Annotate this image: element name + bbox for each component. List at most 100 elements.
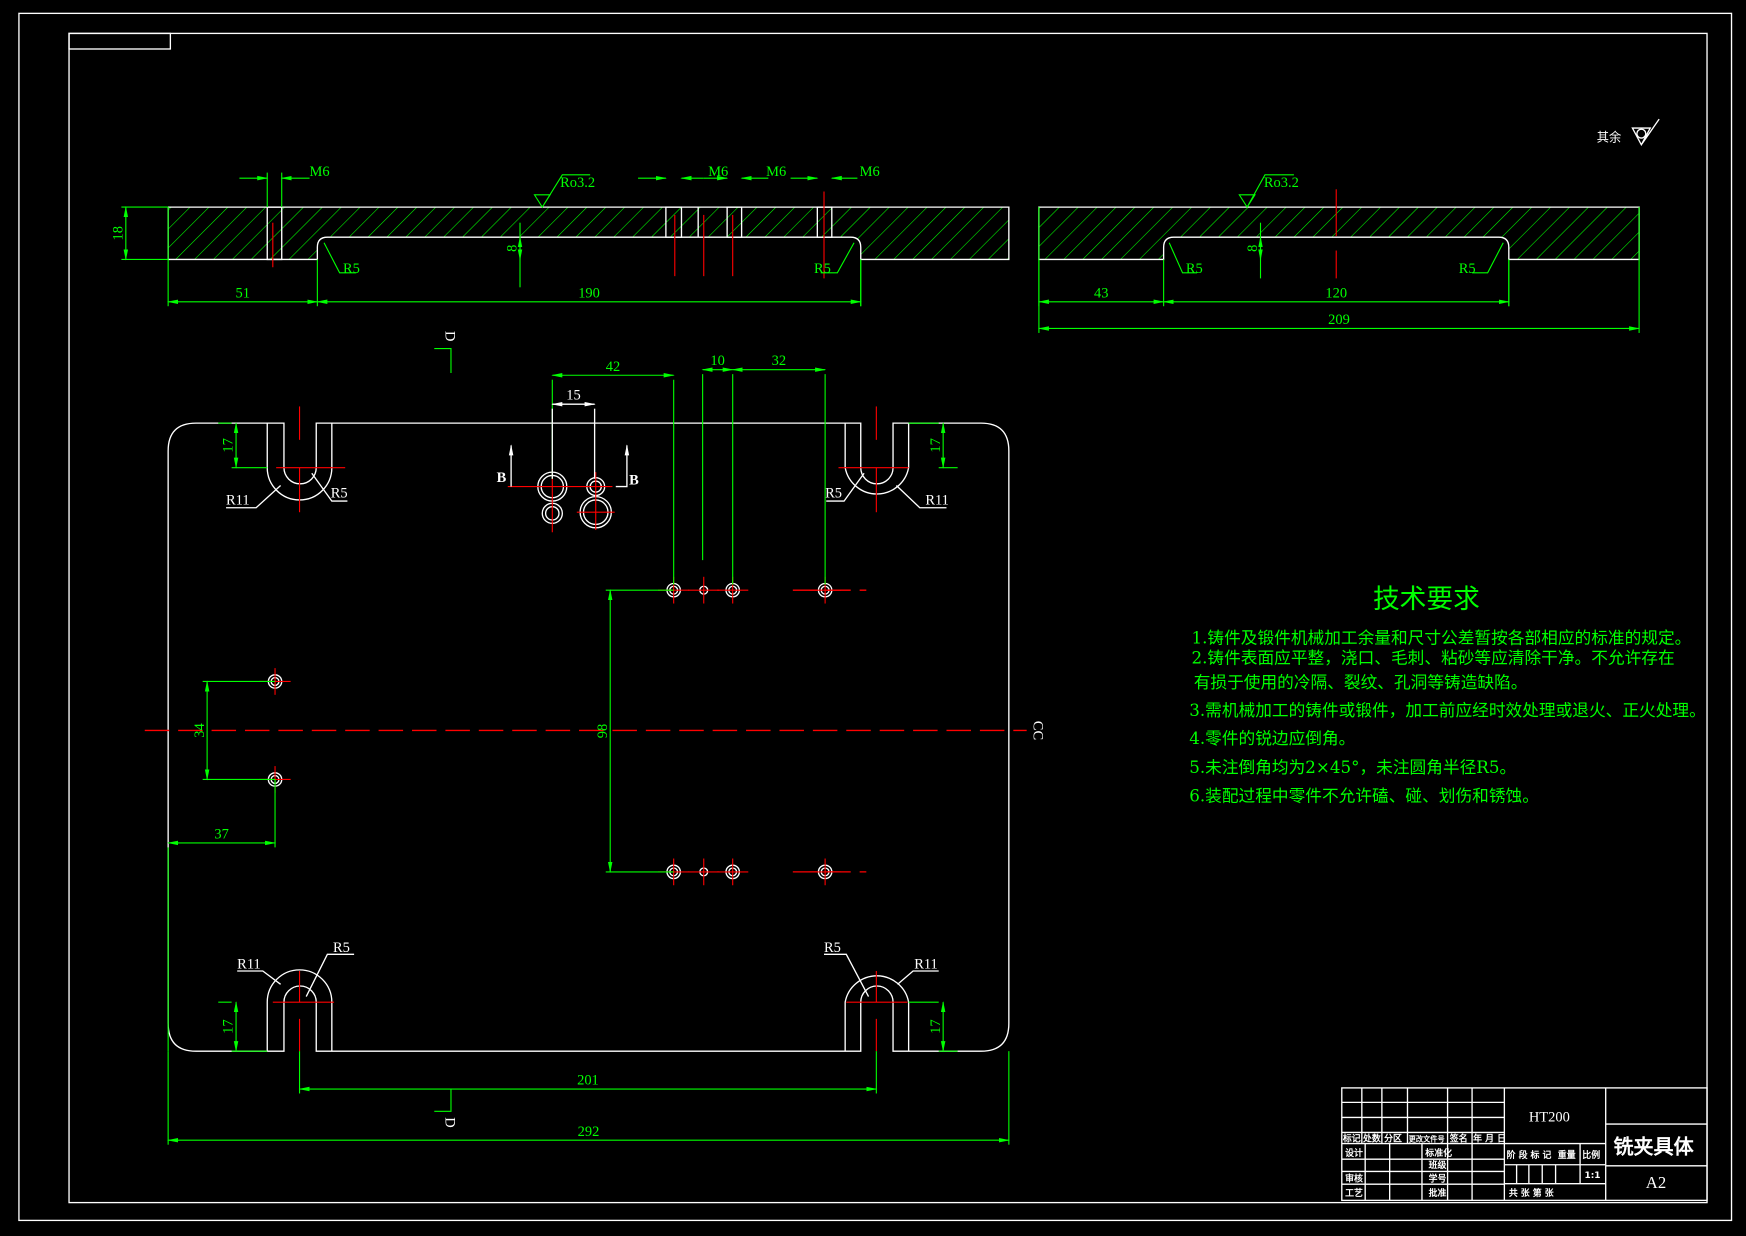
dimension-d34: 34 — [192, 680, 276, 781]
svg-text:学号: 学号 — [1429, 1172, 1447, 1184]
svg-text:1:1: 1:1 — [1585, 1171, 1601, 1181]
svg-text:标准化: 标准化 — [1424, 1147, 1452, 1159]
svg-text:37: 37 — [214, 826, 228, 842]
svg-text:R5: R5 — [824, 940, 841, 956]
corner-box — [68, 32, 172, 50]
inner-frame — [68, 32, 1708, 1204]
svg-text:R5: R5 — [1186, 261, 1203, 277]
dimension-d15: 15 — [551, 388, 596, 479]
tech-line: 4.零件的锐边应倒角。 — [1189, 728, 1355, 748]
bolt-hole — [688, 576, 720, 604]
svg-text:15: 15 — [566, 388, 580, 404]
svg-text:Ro3.2: Ro3.2 — [1264, 175, 1299, 191]
section-view-left: M6 M6 M6 M6 Ro3.2 R5 R5 — [167, 164, 1010, 279]
svg-text:209: 209 — [1328, 312, 1350, 328]
bolt-hole — [717, 858, 749, 886]
dimensions: 51 190 43 120 209 42 10 32 15 37 201 292 18 8 8 17 17 17 1… — [110, 206, 1641, 1145]
svg-text:M6: M6 — [766, 164, 786, 180]
svg-text:标记: 标记 — [1342, 1132, 1361, 1144]
svg-text:设计: 设计 — [1345, 1147, 1363, 1159]
svg-text:Ro3.2: Ro3.2 — [560, 175, 595, 191]
dimension-d51: 51 — [167, 207, 319, 307]
roughness-mark: Ro3.2 — [533, 174, 595, 209]
dimension-d17: 17 — [218, 422, 268, 469]
svg-text:R11: R11 — [226, 492, 250, 508]
dimension-d18: 18 — [110, 206, 169, 261]
tech-line: 2.铸件表面应平整，浇口、毛刺、粘砂等应清除干净。不允许存在 — [1191, 648, 1674, 668]
dimension-d10: 10 — [701, 353, 734, 585]
part-name: 铣夹具体 — [1613, 1135, 1694, 1159]
svg-text:R11: R11 — [925, 492, 949, 508]
svg-text:CC: CC — [1029, 721, 1045, 740]
svg-text:M6: M6 — [708, 164, 728, 180]
svg-text:R5: R5 — [814, 261, 831, 277]
roughness-mark-2: Ro3.2 — [1238, 174, 1299, 209]
svg-text:分区: 分区 — [1384, 1132, 1402, 1144]
slot-centerlines — [272, 406, 909, 1052]
m6-callouts: M6 M6 M6 M6 — [239, 164, 880, 208]
svg-text:R5: R5 — [331, 486, 348, 502]
hole-group-top: B B — [497, 444, 639, 533]
svg-text:重量: 重量 — [1558, 1149, 1576, 1161]
svg-text:51: 51 — [236, 285, 250, 301]
svg-text:更改文件号: 更改文件号 — [1409, 1134, 1445, 1143]
svg-text:R11: R11 — [237, 957, 261, 973]
technical-requirements: 技术要求 1.铸件及锻件机械加工余量和尺寸公差暂按各部相应的标准的规定。 2.铸… — [1189, 584, 1706, 806]
svg-text:B: B — [497, 470, 507, 486]
svg-text:8: 8 — [1245, 245, 1261, 252]
dimension-d43: 43 — [1037, 207, 1165, 307]
svg-text:R5: R5 — [825, 486, 842, 502]
dimension-d17: 17 — [218, 1001, 268, 1053]
svg-text:190: 190 — [578, 285, 600, 301]
dimension-d201: 201 — [298, 1051, 878, 1094]
svg-text:D: D — [441, 1117, 457, 1127]
tech-line: 有损于使用的冷隔、裂纹、孔洞等铸造缺陷。 — [1194, 672, 1528, 692]
svg-text:17: 17 — [928, 1019, 944, 1033]
plate-outline — [167, 422, 1010, 1052]
svg-text:M6: M6 — [860, 164, 880, 180]
svg-text:17: 17 — [221, 1019, 237, 1033]
svg-text:98: 98 — [595, 724, 611, 738]
svg-text:8: 8 — [505, 245, 521, 252]
svg-text:R5: R5 — [343, 261, 360, 277]
svg-text:17: 17 — [928, 438, 944, 452]
title-block: 标记 处数 分区 更改文件号 签名 年 月 日 设计 审核 工艺 标准化 班级 … — [1341, 1087, 1708, 1202]
outer-border — [18, 12, 1733, 1222]
tech-title: 技术要求 — [1373, 584, 1480, 615]
svg-text:120: 120 — [1325, 285, 1347, 301]
radius-callouts: R11 R5 R5 R11 R11 R5 R5 R11 — [226, 472, 949, 997]
dimension-d32: 32 — [731, 353, 827, 585]
dimension-d37: 37 — [167, 779, 277, 1052]
svg-text:其余: 其余 — [1597, 129, 1621, 144]
svg-text:17: 17 — [221, 438, 237, 452]
bolt-hole — [688, 858, 720, 886]
svg-text:R11: R11 — [914, 957, 938, 973]
tech-line: 5.未注倒角均为2×45°，未注圆角半径R5。 — [1189, 757, 1516, 777]
svg-text:292: 292 — [578, 1124, 600, 1140]
dimension-d17: 17 — [908, 1001, 958, 1053]
plan-view: CC B B D D R11 R5 R5 R11 R11 R5 R5 R11 — [144, 331, 1045, 1128]
svg-text:M6: M6 — [310, 164, 330, 180]
svg-text:43: 43 — [1094, 285, 1108, 301]
material: HT200 — [1529, 1109, 1570, 1125]
svg-text:批准: 批准 — [1429, 1187, 1447, 1199]
svg-text:工艺: 工艺 — [1345, 1187, 1363, 1199]
svg-text:34: 34 — [192, 722, 208, 737]
svg-text:42: 42 — [606, 359, 620, 375]
sheet-size: A2 — [1646, 1173, 1666, 1192]
svg-text:32: 32 — [772, 353, 786, 369]
svg-text:审核: 审核 — [1345, 1172, 1363, 1184]
svg-text:年 月 日: 年 月 日 — [1473, 1132, 1506, 1144]
tech-line: 1.铸件及锻件机械加工余量和尺寸公差暂按各部相应的标准的规定。 — [1191, 628, 1691, 648]
svg-text:阶 段 标 记: 阶 段 标 记 — [1507, 1149, 1552, 1161]
svg-text:R5: R5 — [1459, 261, 1476, 277]
dimension-d17: 17 — [908, 422, 958, 469]
svg-text:B: B — [629, 472, 639, 488]
svg-text:共 张 第 张: 共 张 第 张 — [1509, 1187, 1554, 1199]
svg-text:D: D — [441, 331, 457, 341]
dimension-d209: 209 — [1037, 207, 1641, 333]
tech-line: 6.装配过程中零件不允许磕、碰、划伤和锈蚀。 — [1189, 786, 1539, 806]
section-d-markers: D D — [434, 331, 457, 1128]
tech-line: 3.需机械加工的铸件或锻件，加工前应经时效处理或退火、正火处理。 — [1189, 700, 1706, 720]
